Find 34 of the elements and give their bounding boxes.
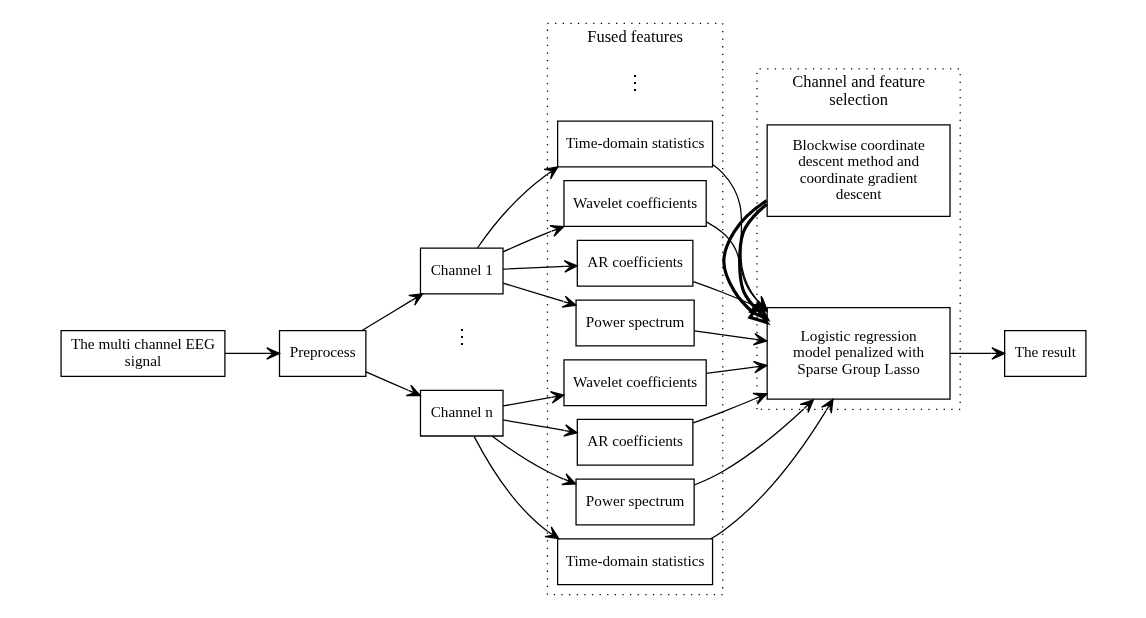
arrow bbox=[501, 225, 564, 253]
node-box: The result bbox=[1003, 329, 1087, 377]
arrow bbox=[693, 399, 814, 486]
node-box: Time-domain statistics bbox=[556, 538, 713, 586]
node-box: Logistic regression model penalized with Sparse Group Lasso bbox=[766, 307, 951, 400]
arrow bbox=[491, 435, 576, 486]
arrow bbox=[709, 398, 834, 540]
arrow bbox=[476, 166, 558, 249]
arrow bbox=[501, 260, 578, 273]
node-box: Time-domain statistics bbox=[556, 120, 713, 168]
arrow bbox=[949, 347, 1005, 360]
node-box: Wavelet coefficients bbox=[562, 180, 707, 228]
arrow bbox=[223, 347, 280, 360]
node-box: AR coefficients bbox=[576, 239, 693, 287]
arrow bbox=[501, 391, 565, 407]
arrow bbox=[501, 419, 578, 437]
arrow bbox=[692, 392, 767, 424]
arrow bbox=[364, 371, 421, 397]
node-box: Blockwise coordinate descent method and coordinate gradient descent bbox=[766, 124, 951, 217]
node-box: Power spectrum bbox=[574, 299, 695, 347]
node-box: Power spectrum bbox=[574, 478, 695, 526]
arrow bbox=[693, 330, 767, 346]
arrow bbox=[705, 360, 767, 375]
arrow bbox=[360, 293, 423, 332]
node-box: AR coefficients bbox=[576, 418, 693, 466]
node-box: Channel n bbox=[419, 389, 504, 437]
arrow bbox=[472, 435, 559, 540]
node-box: The multi channel EEG signal bbox=[59, 329, 226, 377]
node-box: Channel 1 bbox=[419, 247, 504, 295]
node-box: Preprocess bbox=[278, 329, 366, 377]
arrow bbox=[501, 282, 577, 308]
node-box: Wavelet coefficients bbox=[562, 359, 707, 407]
label: ⋮ bbox=[451, 325, 472, 348]
label: ⋮ bbox=[624, 71, 645, 94]
